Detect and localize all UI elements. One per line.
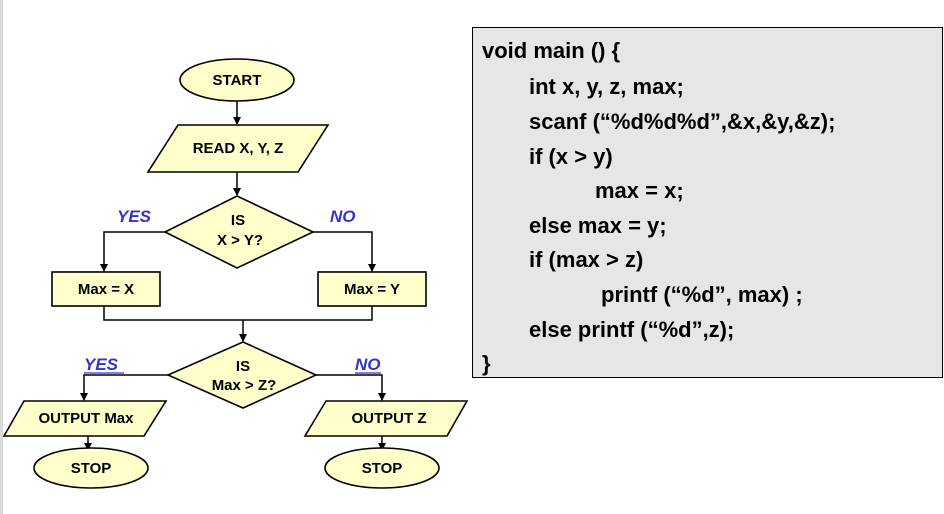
output-max-node: OUTPUT Max [2, 400, 168, 437]
assign-max-y-label: Max = Y [344, 281, 400, 298]
read-input-node: READ X, Y, Z [146, 124, 330, 173]
assign-max-y-node: Max = Y [317, 271, 427, 307]
output-z-node: OUTPUT Z [303, 400, 469, 437]
code-line: if (x > y) [529, 144, 613, 169]
code-line: scanf (“%d%d%d”,&x,&y,&z); [529, 109, 836, 134]
connector-assign-x-merge [103, 306, 243, 321]
code-line: else printf (“%d”,z); [529, 317, 735, 342]
read-input-label: READ X, Y, Z [193, 140, 284, 157]
connector-assign-y-merge [243, 306, 373, 321]
stop-terminal-left: STOP [33, 447, 149, 489]
code-line: int x, y, z, max; [529, 74, 684, 99]
stop-terminal-right: STOP [324, 447, 440, 489]
stop-left-label: STOP [71, 460, 112, 477]
code-panel: void main () { int x, y, z, max; scanf (… [472, 27, 943, 378]
decision-x-gt-y: IS X > Y? [163, 195, 315, 269]
connector-decision1-yes [100, 231, 165, 272]
assign-max-x-label: Max = X [78, 281, 134, 298]
decision2-yes-label: YES [84, 355, 124, 374]
decision-max-gt-z: IS Max > Z? [166, 341, 318, 409]
assign-max-x-node: Max = X [51, 271, 161, 307]
slide-left-border [0, 0, 3, 514]
output-z-label: OUTPUT Z [352, 410, 427, 427]
code-line: else max = y; [529, 213, 667, 238]
code-line: } [482, 351, 491, 376]
code-line: printf (“%d”, max) ; [601, 282, 803, 307]
decision2-no-label: NO [355, 355, 381, 374]
start-terminal: START [179, 58, 295, 102]
decision1-yes-label: YES [117, 207, 152, 226]
decision1-no-label: NO [330, 207, 356, 226]
code-line: max = x; [595, 178, 684, 203]
connector-decision1-no [313, 231, 376, 272]
decision-x-gt-y-line2: X > Y? [217, 232, 263, 249]
svg-text:NO: NO [355, 355, 381, 374]
flowchart: START READ X, Y, Z IS X > Y? YES NO Max … [2, 58, 469, 489]
output-max-label: OUTPUT Max [38, 410, 134, 427]
code-line: void main () { [482, 38, 621, 63]
connector-decision2-no [316, 374, 386, 401]
decision-x-gt-y-line1: IS [231, 212, 245, 229]
decision-max-gt-z-line2: Max > Z? [212, 377, 277, 394]
code-line: if (max > z) [529, 247, 644, 272]
decision-max-gt-z-line1: IS [236, 358, 250, 375]
connector-decision2-yes [80, 374, 168, 401]
start-label: START [213, 72, 262, 89]
stop-right-label: STOP [362, 460, 403, 477]
svg-text:YES: YES [84, 355, 119, 374]
